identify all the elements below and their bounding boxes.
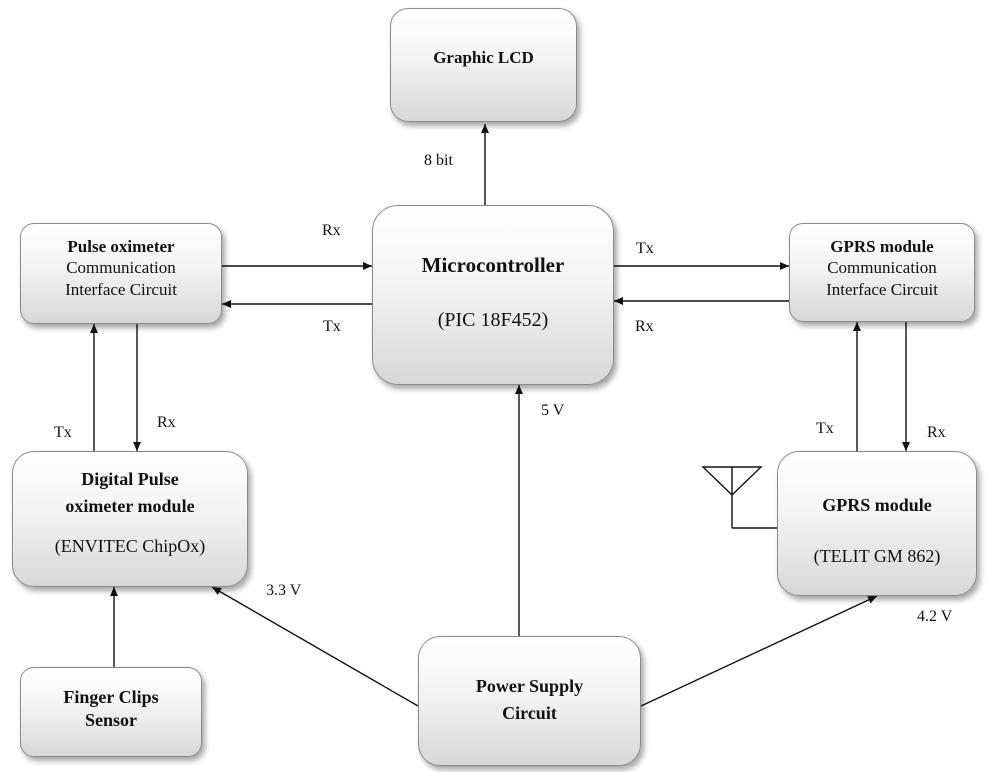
gprs-rx-label: Rx [927, 424, 946, 441]
pulse-module-line2: oximeter module [65, 495, 195, 516]
mcu-tx-right-label: Tx [636, 240, 654, 257]
pulse-rx-label: Rx [157, 414, 176, 431]
gprs-interface-line2: Communication [827, 258, 937, 278]
pulse-interface-title: Pulse oximeter [67, 237, 175, 256]
finger-sensor-line1: Finger Clips [63, 687, 159, 707]
gprs-module-title: GPRS module [822, 495, 932, 515]
mcu-tx-left-label: Tx [323, 318, 341, 335]
pulse-module-part: (ENVITEC ChipOx) [54, 536, 206, 556]
microcontroller-title: Microcontroller [421, 253, 565, 277]
power-supply-line2: Circuit [502, 702, 557, 723]
antenna-icon [701, 466, 777, 529]
pulse-module-line1: Digital Pulse [81, 469, 179, 489]
power-supply-block: Power Supply Circuit [418, 636, 641, 766]
gprs-voltage-label: 4.2 V [917, 608, 953, 625]
mcu-rx-right-label: Rx [635, 318, 654, 335]
gprs-interface-line3: Interface Circuit [826, 279, 938, 299]
pulse-tx-label: Tx [54, 424, 72, 441]
gprs-interface-block: GPRS module Communication Interface Circ… [789, 223, 975, 322]
gprs-module-block: GPRS module (TELIT GM 862) [777, 451, 977, 596]
lcd-bus-label: 8 bit [424, 152, 453, 169]
gprs-module-part: (TELIT GM 862) [813, 545, 941, 566]
pulse-oximeter-module-block: Digital Pulse oximeter module (ENVITEC C… [12, 451, 248, 587]
gprs-interface-title: GPRS module [830, 237, 934, 256]
pulse-oximeter-interface-block: Pulse oximeter Communication Interface C… [20, 223, 222, 324]
microcontroller-block: Microcontroller (PIC 18F452) [372, 205, 614, 385]
mcu-rx-left-label: Rx [322, 222, 341, 239]
graphic-lcd-label: Graphic LCD [433, 48, 534, 67]
wire-power-to-gprs-module [640, 595, 878, 707]
pulse-interface-line2: Communication [66, 258, 176, 278]
gprs-tx-label: Tx [816, 420, 834, 437]
pulse-interface-line3: Interface Circuit [65, 279, 177, 299]
graphic-lcd-block: Graphic LCD [390, 8, 577, 122]
power-supply-line1: Power Supply [475, 676, 584, 696]
microcontroller-part: (PIC 18F452) [437, 309, 549, 332]
wire-power-to-pulse-module [211, 586, 419, 707]
pulse-voltage-label: 3.3 V [266, 582, 302, 599]
finger-clips-sensor-block: Finger Clips Sensor [20, 667, 202, 757]
finger-sensor-line2: Sensor [84, 709, 137, 730]
mcu-voltage-label: 5 V [541, 402, 565, 419]
